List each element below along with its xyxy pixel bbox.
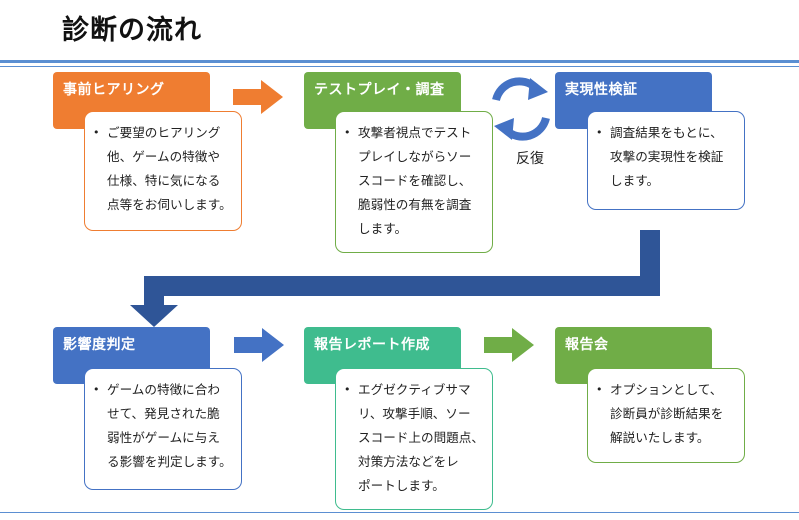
bullet-icon: • xyxy=(93,126,100,139)
title-divider xyxy=(0,60,799,63)
step-feasibility-title: 実現性検証 xyxy=(565,82,638,98)
step-report-text: エグゼクティブサマ リ、攻撃手順、ソー スコード上の問題点、 対策方法などをレ … xyxy=(358,382,484,493)
step-testplay-text: 攻撃者視点でテスト プレイしながらソー スコードを確認し、 脆弱性の有無を調査 … xyxy=(358,125,472,236)
cycle-label: 反復 xyxy=(516,151,544,167)
bullet-icon: • xyxy=(596,383,603,396)
step-testplay-body: • 攻撃者視点でテスト プレイしながらソー スコードを確認し、 脆弱性の有無を調査… xyxy=(335,111,493,253)
step-hearing-title: 事前ヒアリング xyxy=(63,82,165,98)
step-meeting-text: オプションとして、 診断員が診断結果を 解説いたします。 xyxy=(610,382,724,445)
step-feasibility-text: 調査結果をもとに、 攻撃の実現性を検証 します。 xyxy=(610,125,724,188)
cycle-arrows-icon xyxy=(492,77,550,141)
step-impact-title: 影響度判定 xyxy=(63,337,136,353)
arrow-report-to-meeting xyxy=(484,328,534,362)
step-hearing-body: • ご要望のヒアリング 他、ゲームの特徴や 仕様、特に気になる 点等をお伺いします… xyxy=(84,111,242,231)
page-title: 診断の流れ xyxy=(62,15,202,46)
step-testplay-title: テストプレイ・調査 xyxy=(314,82,445,98)
step-impact-body: • ゲームの特徴に合わ せて、発見された脆 弱性がゲームに与え る影響を判定します… xyxy=(84,368,242,490)
step-meeting-body: • オプションとして、 診断員が診断結果を 解説いたします。 xyxy=(587,368,745,463)
bottom-divider xyxy=(0,512,799,513)
bullet-icon: • xyxy=(93,383,100,396)
title-divider-thin xyxy=(0,66,799,67)
arrow-hearing-to-testplay xyxy=(233,80,283,114)
step-hearing-text: ご要望のヒアリング 他、ゲームの特徴や 仕様、特に気になる 点等をお伺いします。 xyxy=(107,125,232,212)
step-feasibility-body: • 調査結果をもとに、 攻撃の実現性を検証 します。 xyxy=(587,111,745,210)
step-impact-text: ゲームの特徴に合わ せて、発見された脆 弱性がゲームに与え る影響を判定します。 xyxy=(107,382,232,469)
bullet-icon: • xyxy=(596,126,603,139)
step-report-title: 報告レポート作成 xyxy=(314,337,430,353)
bullet-icon: • xyxy=(344,383,351,396)
arrow-impact-to-report xyxy=(234,328,284,362)
step-meeting-title: 報告会 xyxy=(565,337,609,353)
step-report-body: • エグゼクティブサマ リ、攻撃手順、ソー スコード上の問題点、 対策方法などをレ… xyxy=(335,368,493,510)
bullet-icon: • xyxy=(344,126,351,139)
arrow-feasibility-to-impact xyxy=(130,230,660,327)
